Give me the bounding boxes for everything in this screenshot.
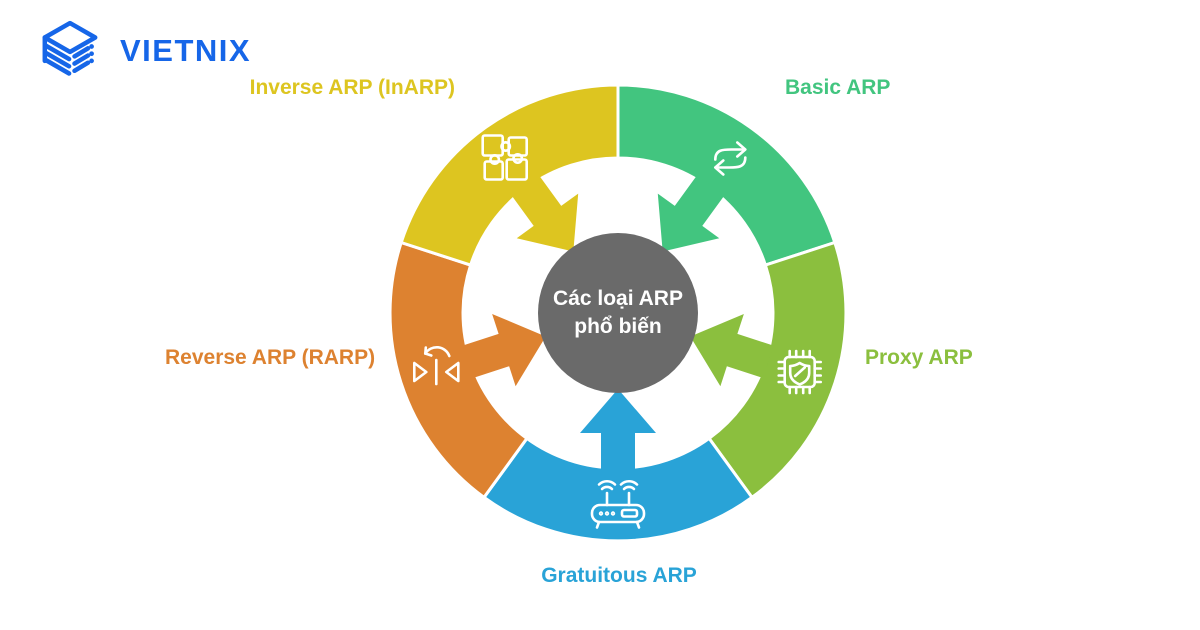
label-basic-arp: Basic ARP [785,76,891,99]
chip-shield-icon [777,349,823,395]
label-inverse-arp: Inverse ARP (InARP) [249,76,455,99]
vietnix-logo: VIETNIX [34,18,251,84]
segment-basic-arp [616,83,837,267]
arrow-inverse-arp [511,175,579,252]
center-title: Các loại ARP phổ biến [508,285,728,342]
label-reverse-arp: Reverse ARP (RARP) [165,346,376,369]
arrow-reverse-arp [462,313,546,387]
arrow-gratuitous-arp [580,389,656,471]
router-wifi-icon [590,480,646,529]
center-circle [538,233,698,393]
label-proxy-arp: Proxy ARP [865,346,973,369]
arrow-proxy-arp [690,313,774,387]
flip-horizontal-icon [412,346,460,386]
vietnix-stack-icon [42,20,98,76]
center-title-line2: phổ biến [574,315,662,339]
puzzle-icon [481,134,529,181]
swap-arrows-icon [713,141,747,176]
center-title-line1: Các loại ARP [553,287,683,310]
segment-inverse-arp [399,83,620,267]
brand-name: VIETNIX [120,33,252,68]
label-gratuitous-arp: Gratuitous ARP [541,564,697,587]
arrow-basic-arp [657,175,725,252]
segment-proxy-arp [707,240,848,500]
